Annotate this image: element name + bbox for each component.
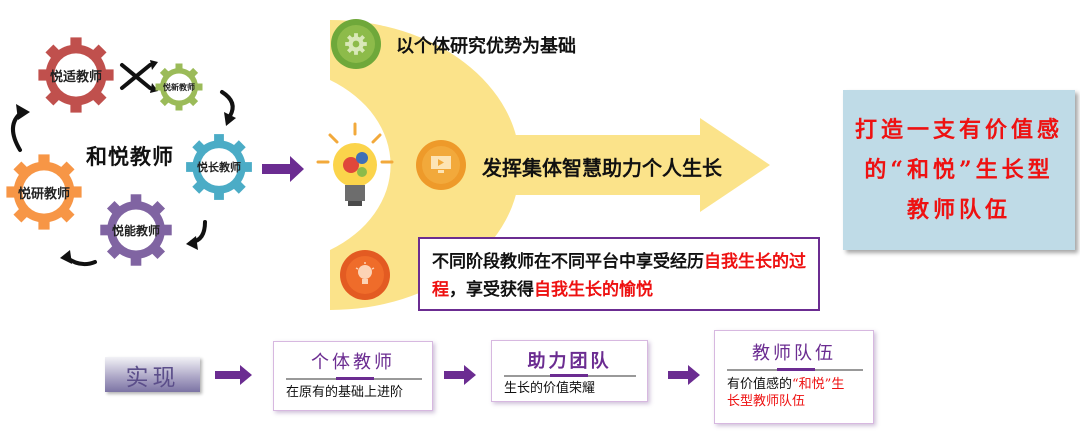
center-title: 和悦教师	[86, 144, 174, 169]
gear-yueyan: 悦研教师	[4, 152, 84, 232]
gear-label: 悦新教师	[163, 82, 195, 92]
big-arrow	[430, 118, 770, 212]
gear-icon	[345, 33, 367, 55]
lightbulb-icon	[355, 262, 375, 284]
step-card-team: 助力团队 生长的价值荣耀	[491, 340, 648, 402]
purple-arrow-main	[262, 156, 304, 182]
lightbulb-gears-icon	[316, 122, 394, 206]
row3-icon-circle	[340, 250, 390, 300]
row1-text: 以个体研究优势为基础	[396, 36, 576, 57]
process-text-1: 不同阶段教师在不同平台中享受经历	[432, 252, 704, 272]
arrow-to-card1	[215, 365, 252, 385]
gear-yueneng: 悦能教师	[98, 192, 174, 268]
step-title: 助力团队	[527, 351, 612, 372]
step-desc: 在原有的基础上进阶	[286, 385, 404, 400]
arrow-to-card2	[444, 365, 476, 385]
gear-icon	[100, 194, 172, 266]
step-title: 教师队伍	[752, 343, 836, 364]
realize-label: 实现	[105, 357, 200, 392]
gear-label: 悦研教师	[17, 186, 70, 202]
gear-yuexin: 悦新教师	[154, 62, 204, 112]
process-text-2: ，享受获得	[449, 280, 534, 300]
gear-label: 悦适教师	[49, 69, 102, 85]
cross-arrows	[120, 63, 152, 90]
gear-icon	[155, 63, 203, 111]
monitor-icon	[431, 156, 451, 173]
step-desc: 生长的价值荣耀	[504, 381, 596, 396]
process-highlight-2: 自我生长的愉悦	[534, 280, 653, 300]
arrow-to-card3	[668, 365, 700, 385]
gear-icon	[38, 37, 114, 113]
step-card-staff: 教师队伍 有价值感的“和悦”生长型教师队伍	[714, 330, 874, 424]
step-title: 个体教师	[311, 352, 395, 373]
gear-icon	[186, 134, 252, 200]
row2-text: 发挥集体智慧助力个人生长	[482, 156, 722, 180]
step-card-individual: 个体教师 在原有的基础上进阶	[273, 341, 433, 411]
gear-yueshi: 悦适教师	[36, 35, 116, 115]
goal-box: 打造一支有价值感的“和悦”生长型教师队伍	[843, 90, 1075, 250]
gear-label: 悦能教师	[111, 223, 160, 238]
goal-text: 打造一支有价值感的“和悦”生长型教师队伍	[854, 117, 1063, 223]
process-highlight-1: 自我生长的过程	[432, 252, 806, 300]
row2-icon-circle	[416, 140, 466, 190]
gear-yuezhang: 悦长教师	[184, 132, 254, 202]
curve-arrow-2	[220, 90, 235, 118]
step-desc: 有价值感的“和悦”生长型教师队伍	[727, 377, 845, 409]
gear-label: 悦长教师	[197, 161, 241, 174]
process-box: 不同阶段教师在不同平台中享受经历自我生长的过程，享受获得自我生长的愉悦	[418, 237, 820, 311]
gear-icon	[6, 154, 82, 230]
row1-icon-circle	[331, 19, 381, 69]
